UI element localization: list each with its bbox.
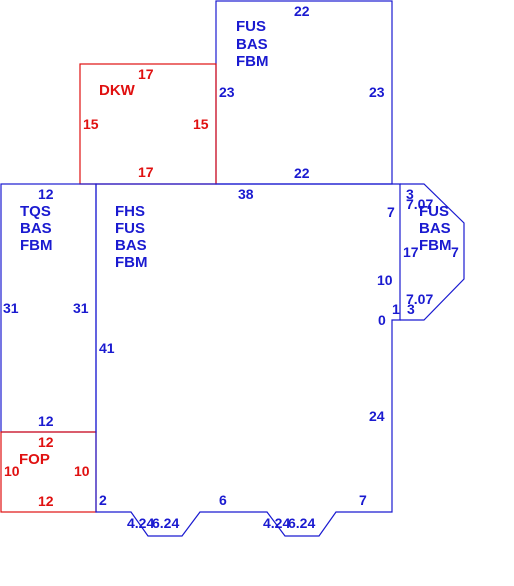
upper-code-2: BAS <box>236 36 268 53</box>
bay-code-3: FBM <box>419 237 452 254</box>
main-dim-right-lower: 24 <box>369 408 385 424</box>
main-house-outline <box>95 183 401 537</box>
dkw-dim-right: 15 <box>193 116 209 132</box>
left-wing-dim-right: 31 <box>73 300 89 316</box>
left-wing-code-2: BAS <box>20 220 52 237</box>
main-dim-top: 38 <box>238 186 254 202</box>
left-wing-dim-bottom: 12 <box>38 413 54 429</box>
bay-dim-bottom-b: 3 <box>407 301 415 317</box>
fop-dim-right: 10 <box>74 463 90 479</box>
main-dim-right-upper: 7 <box>387 204 395 220</box>
main-code-1: FHS <box>115 203 145 220</box>
fop-code: FOP <box>19 451 50 468</box>
main-dim-right-mid: 10 <box>377 272 393 288</box>
bay-bottom-left-b: 6.24 <box>152 515 179 531</box>
upper-dim-top: 22 <box>294 3 310 19</box>
main-dim-bottom-mid: 6 <box>219 492 227 508</box>
main-dim-right-jog: 0 <box>378 312 386 328</box>
bay-dim-bottom-a: 1 <box>392 301 400 317</box>
bay-code-2: BAS <box>419 220 451 237</box>
main-code-2: FUS <box>115 220 145 237</box>
bay-dim-diag-top: 7.07 <box>406 196 433 212</box>
fop-dim-top: 12 <box>38 434 54 450</box>
left-wing-code-1: TQS <box>20 203 51 220</box>
right-bay-outline <box>400 183 465 321</box>
bay-code-1: FUS <box>419 203 449 220</box>
main-code-3: BAS <box>115 237 147 254</box>
main-dim-left: 41 <box>99 340 115 356</box>
main-dim-bottom-left: 2 <box>99 492 107 508</box>
bay-dim-diag-bottom: 7.07 <box>406 291 433 307</box>
fop-dim-bottom: 12 <box>38 493 54 509</box>
upper-dim-bottom: 22 <box>294 165 310 181</box>
dkw-dim-bottom: 17 <box>138 164 154 180</box>
dkw-dim-top: 17 <box>138 66 154 82</box>
bay-bottom-left-a: 4.24 <box>127 515 154 531</box>
fop-dim-left: 10 <box>4 463 20 479</box>
left-wing-code-3: FBM <box>20 237 53 254</box>
dkw-dim-left: 15 <box>83 116 99 132</box>
left-wing-dim-top: 12 <box>38 186 54 202</box>
upper-code-1: FUS <box>236 18 266 35</box>
upper-dim-left: 23 <box>219 84 235 100</box>
bay-bottom-right-b: 6.24 <box>288 515 315 531</box>
bay-dim-top: 3 <box>406 186 414 202</box>
bay-bottom-right-a: 4.24 <box>263 515 290 531</box>
main-code-4: FBM <box>115 254 148 271</box>
upper-dim-right: 23 <box>369 84 385 100</box>
bay-dim-right: 7 <box>451 244 459 260</box>
bay-dim-left: 17 <box>403 244 419 260</box>
upper-code-3: FBM <box>236 53 269 70</box>
left-wing-dim-left: 31 <box>3 300 19 316</box>
main-dim-bottom-right: 7 <box>359 492 367 508</box>
dkw-code: DKW <box>99 82 136 99</box>
